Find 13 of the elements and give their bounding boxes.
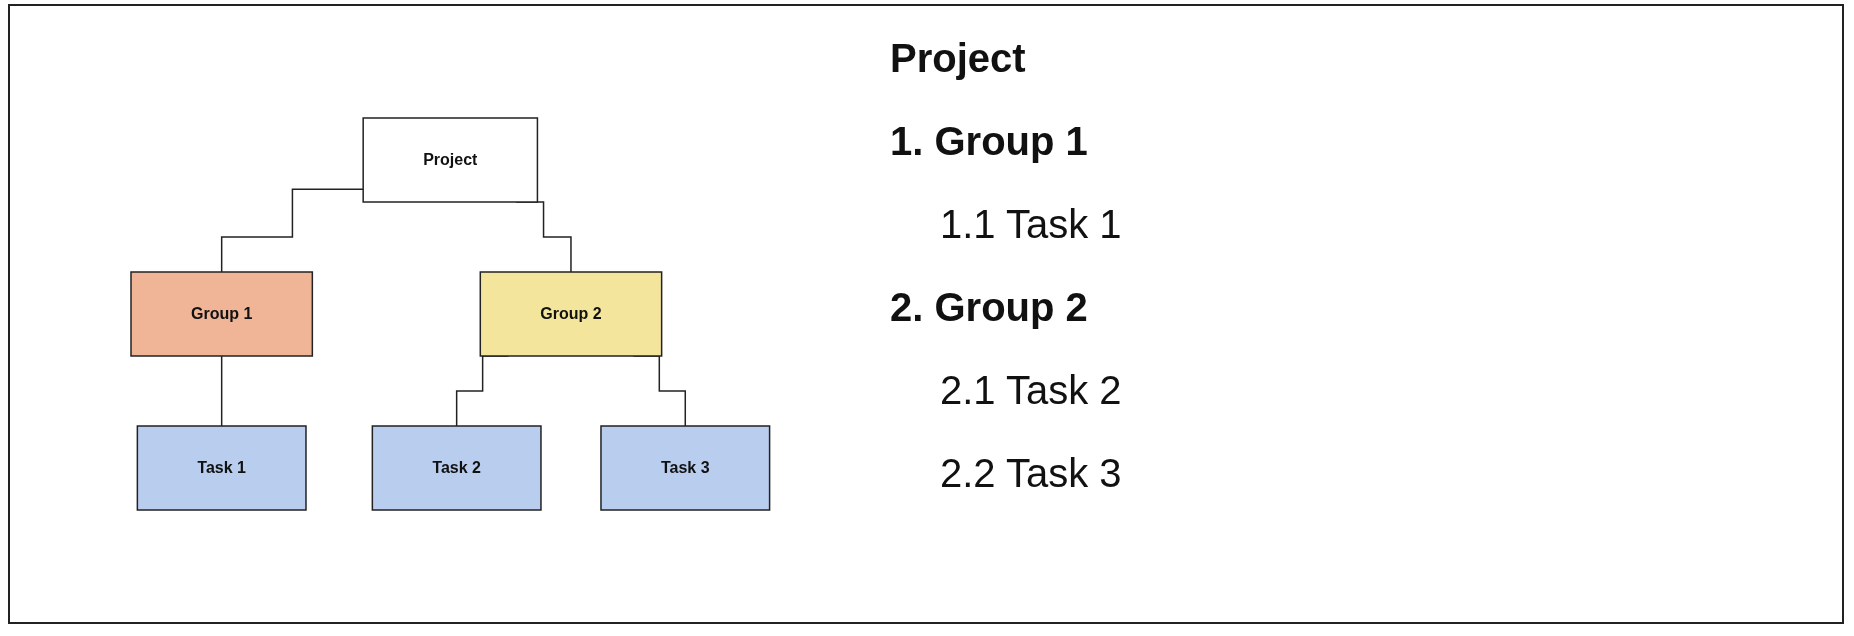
outline-heading: 1. Group 1 [890,119,1089,164]
outline-item: 2.1 Task 2 [939,368,1122,413]
node-box: Project [362,117,538,203]
outline-item: 1.1 Task 1 [939,202,1122,247]
node-box: Task 2 [371,425,542,511]
outline-heading: 2. Group 2 [890,285,1089,330]
node-box: Task 3 [599,425,771,511]
outline-heading: Project [890,36,1027,81]
node-box: Group 2 [479,271,663,357]
connector [220,355,223,427]
node-box: Group 1 [129,271,313,357]
node-box: Task 1 [136,425,307,511]
outline-item: 2.2 Task 3 [939,451,1122,496]
